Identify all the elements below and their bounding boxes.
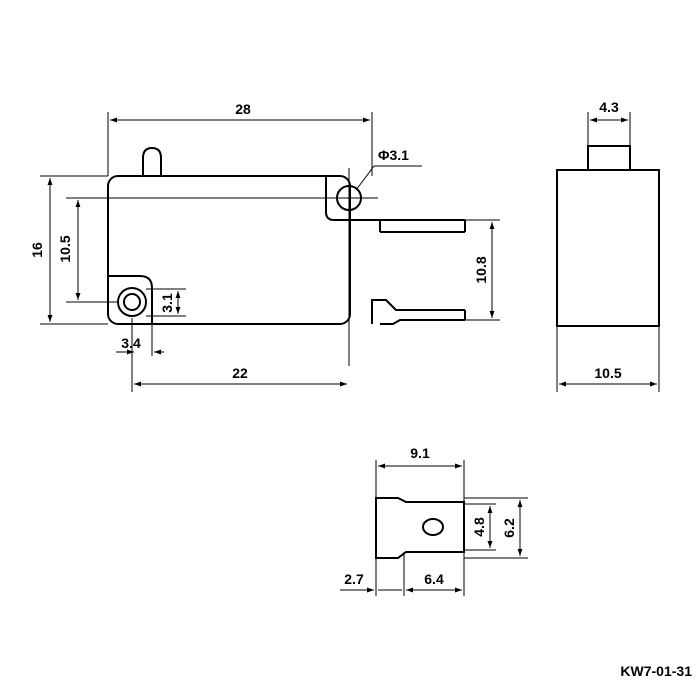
upper-terminal [350, 219, 466, 233]
dim-hole-spacing-horizontal: 22 [232, 365, 248, 381]
terminal-outline [375, 497, 465, 559]
switch-body [107, 175, 351, 325]
dim-hole-diameter: Φ3.1 [378, 147, 409, 163]
lower-terminal [371, 299, 466, 325]
end-view-actuator [587, 145, 631, 171]
part-number: KW7-01-31 [620, 663, 692, 679]
dim-actuator-width: 4.3 [599, 99, 619, 115]
dim-tab-length: 6.4 [424, 571, 444, 587]
dim-body-width: 10.5 [594, 365, 621, 381]
dim-terminal-length: 9.1 [410, 445, 430, 461]
end-view: 4.3 10.5 [556, 99, 660, 392]
dim-hole-zone: 4.8 [471, 517, 487, 537]
side-view: 28 Φ3.1 16 10.5 10.8 3.1 3.4 22 [29, 101, 500, 392]
plunger [142, 146, 162, 176]
dim-lower-hole-diameter: 3.1 [159, 293, 175, 313]
lower-mounting-hole [117, 287, 147, 317]
dim-terminal-width: 6.2 [501, 518, 517, 538]
terminal-detail: 9.1 4.8 6.2 2.7 6.4 [340, 445, 528, 596]
dim-lower-hole-offset: 3.4 [121, 335, 141, 351]
upper-hole-boss [325, 176, 350, 221]
dim-overall-length: 28 [235, 101, 251, 117]
dim-height: 16 [29, 242, 45, 258]
end-view-body [556, 169, 660, 327]
dim-hole-spacing-vertical: 10.5 [57, 235, 73, 262]
dim-shoulder: 2.7 [344, 571, 364, 587]
terminal-hole [422, 518, 444, 536]
lower-hole-boss [108, 275, 153, 324]
dim-terminal-spacing: 10.8 [473, 256, 489, 283]
